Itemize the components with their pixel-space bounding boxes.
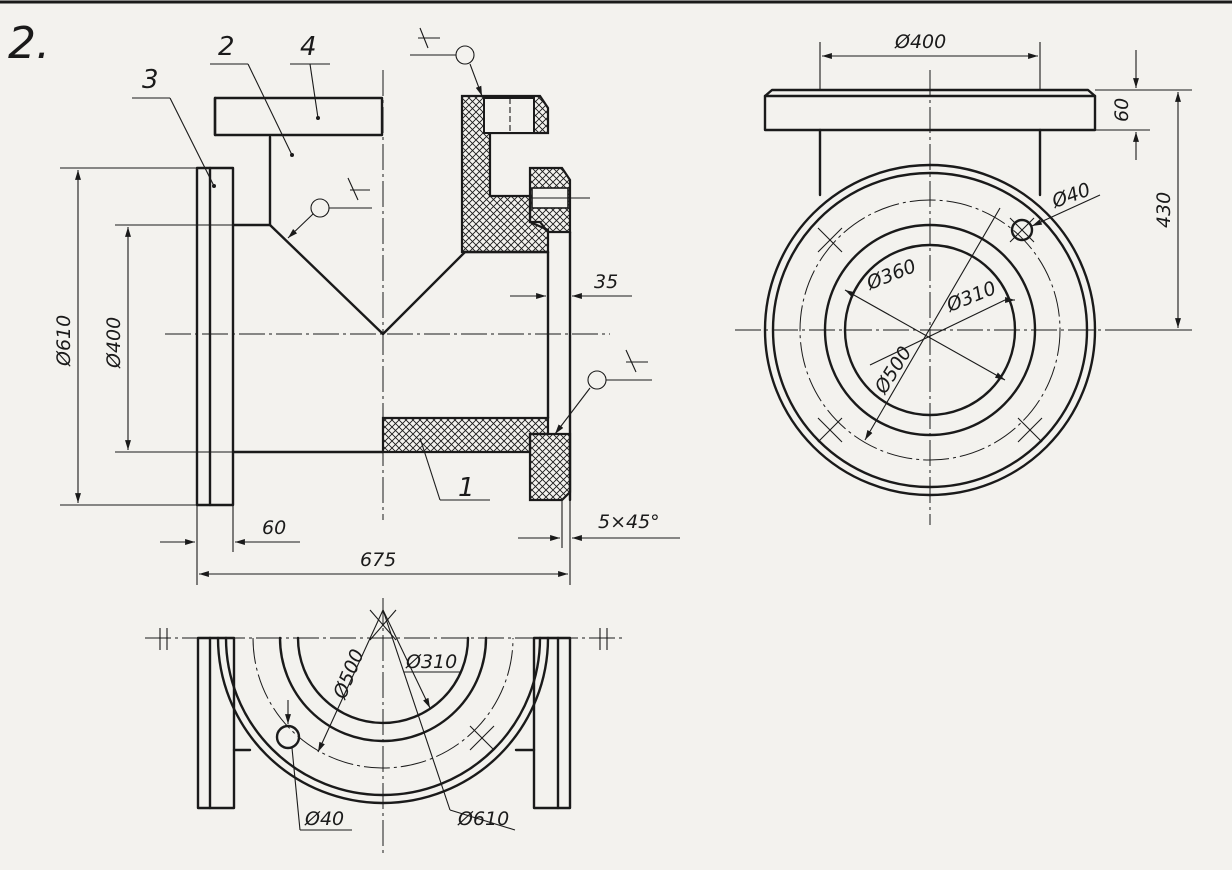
dim-recess-width: 35 (594, 271, 618, 293)
top-dim-hole: Ø40 (304, 808, 344, 830)
weld-symbol-top (410, 27, 483, 97)
side-dim-outer: Ø500 (870, 343, 916, 399)
part-label-3: 3 (142, 65, 159, 95)
part-label-1: 1 (458, 473, 475, 503)
left-flange (195, 166, 235, 507)
top-dim-bore: Ø310 (405, 651, 457, 673)
dim-flange-thickness: 60 (262, 517, 286, 539)
weld-symbol-right (554, 349, 652, 435)
lower-wall-section (381, 416, 550, 454)
side-outer-circle (763, 163, 1097, 497)
top-bolt-hole (275, 724, 301, 750)
side-dim-pcd: Ø360 (863, 255, 920, 295)
dim-chamfer: 5×45° (598, 511, 660, 533)
top-flange-left (213, 96, 384, 137)
side-dim-top-width: Ø400 (894, 31, 946, 53)
part-label-4: 4 (300, 32, 317, 62)
exercise-number: 2. (8, 18, 50, 69)
top-view: Ø500 Ø310 Ø40 Ø610 (145, 598, 625, 855)
front-view: 3 2 4 1 Ø610 Ø400 60 675 (53, 27, 680, 585)
side-view: Ø360 Ø310 Ø500 Ø40 Ø400 60 430 (735, 31, 1192, 525)
dim-bore-diameter: Ø400 (103, 317, 125, 369)
top-outer-arc (216, 636, 550, 805)
dim-overall-length: 675 (360, 549, 396, 571)
top-dim-flange: Ø610 (457, 808, 509, 830)
top-dim-outer: Ø500 (329, 646, 369, 703)
dim-flange-diameter: Ø610 (53, 315, 75, 367)
side-bolt-hole (1010, 218, 1034, 242)
top-right-flange (532, 636, 572, 810)
weld-symbol-mid (287, 177, 372, 239)
side-dim-height: 430 (1153, 192, 1175, 228)
side-dim-top-flange: 60 (1111, 98, 1133, 122)
part-label-2: 2 (218, 32, 235, 62)
right-flange-lower (528, 432, 572, 502)
side-dim-bore: Ø310 (943, 277, 1000, 317)
top-left-flange (196, 636, 236, 810)
